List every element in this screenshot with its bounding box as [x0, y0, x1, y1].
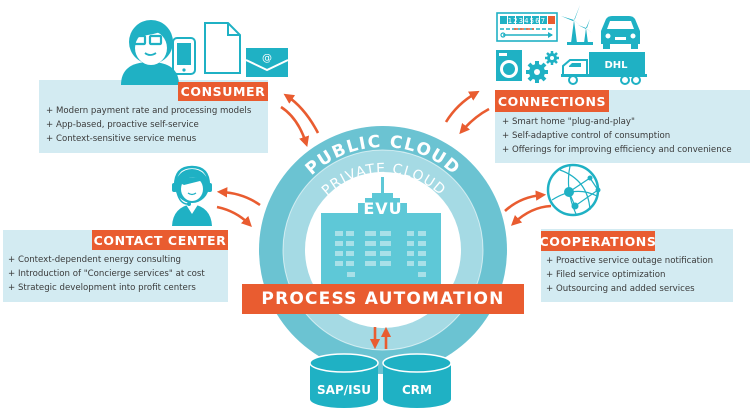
email-icon: @ — [245, 48, 289, 77]
svg-text:@: @ — [262, 53, 272, 64]
list-item: Modern payment rate and processing model… — [46, 104, 251, 118]
list-item: Proactive service outage notification — [546, 254, 713, 268]
list-item: App-based, proactive self-service — [46, 118, 251, 132]
document-icon — [204, 22, 241, 74]
cooperations-list: Proactive service outage notification Fi… — [546, 254, 713, 296]
truck-icon: DHL — [561, 52, 647, 85]
arrows-contact-center — [216, 187, 261, 227]
arrows-connections — [444, 90, 490, 135]
arrows-consumer — [280, 93, 320, 147]
list-item: Smart home "plug-and-play" — [502, 115, 732, 129]
arrows-cooperations — [504, 190, 552, 226]
truck-label: DHL — [604, 60, 628, 71]
arrows-databases — [369, 326, 392, 350]
building-label: EVU — [363, 199, 402, 218]
list-item: Filed service optimization — [546, 268, 713, 282]
database-crm-icon — [382, 353, 452, 408]
list-item: Context-sensitive service menus — [46, 132, 251, 146]
consumer-list: Modern payment rate and processing model… — [46, 104, 251, 146]
gears-icon — [526, 51, 559, 83]
consumer-title: CONSUMER — [178, 82, 268, 101]
list-item: Outsourcing and added services — [546, 282, 713, 296]
building-icon — [321, 177, 441, 285]
process-automation-bar: PROCESS AUTOMATION — [242, 284, 524, 314]
washing-machine-icon — [496, 50, 522, 81]
connections-title: CONNECTIONS — [495, 90, 609, 112]
cooperations-title: COOPERATIONS — [540, 231, 656, 251]
connections-list: Smart home "plug-and-play" Self-adaptive… — [502, 115, 732, 157]
list-item: Offerings for improving efficiency and c… — [502, 143, 732, 157]
list-item: Context-dependent energy consulting — [8, 253, 205, 267]
list-item: Introduction of "Concierge services" at … — [8, 267, 205, 281]
database-sap-isu-icon — [309, 353, 379, 408]
person-with-glasses-icon — [121, 20, 179, 85]
meter-digits: 1234567 — [508, 17, 547, 25]
contact-center-list: Context-dependent energy consulting Intr… — [8, 253, 205, 295]
network-globe-icon — [546, 163, 601, 217]
list-item: Strategic development into profit center… — [8, 281, 205, 295]
smartphone-icon — [172, 37, 196, 75]
database-sap-isu-label: SAP/ISU — [317, 383, 371, 397]
list-item: Self-adaptive control of consumption — [502, 129, 732, 143]
headset-agent-icon — [172, 165, 212, 226]
database-crm-label: CRM — [402, 383, 432, 397]
smart-meter-icon: 1234567 — [496, 12, 558, 42]
wind-turbine-icon — [561, 5, 593, 45]
contact-center-title: CONTACT CENTER — [92, 230, 228, 250]
car-icon — [601, 16, 640, 49]
